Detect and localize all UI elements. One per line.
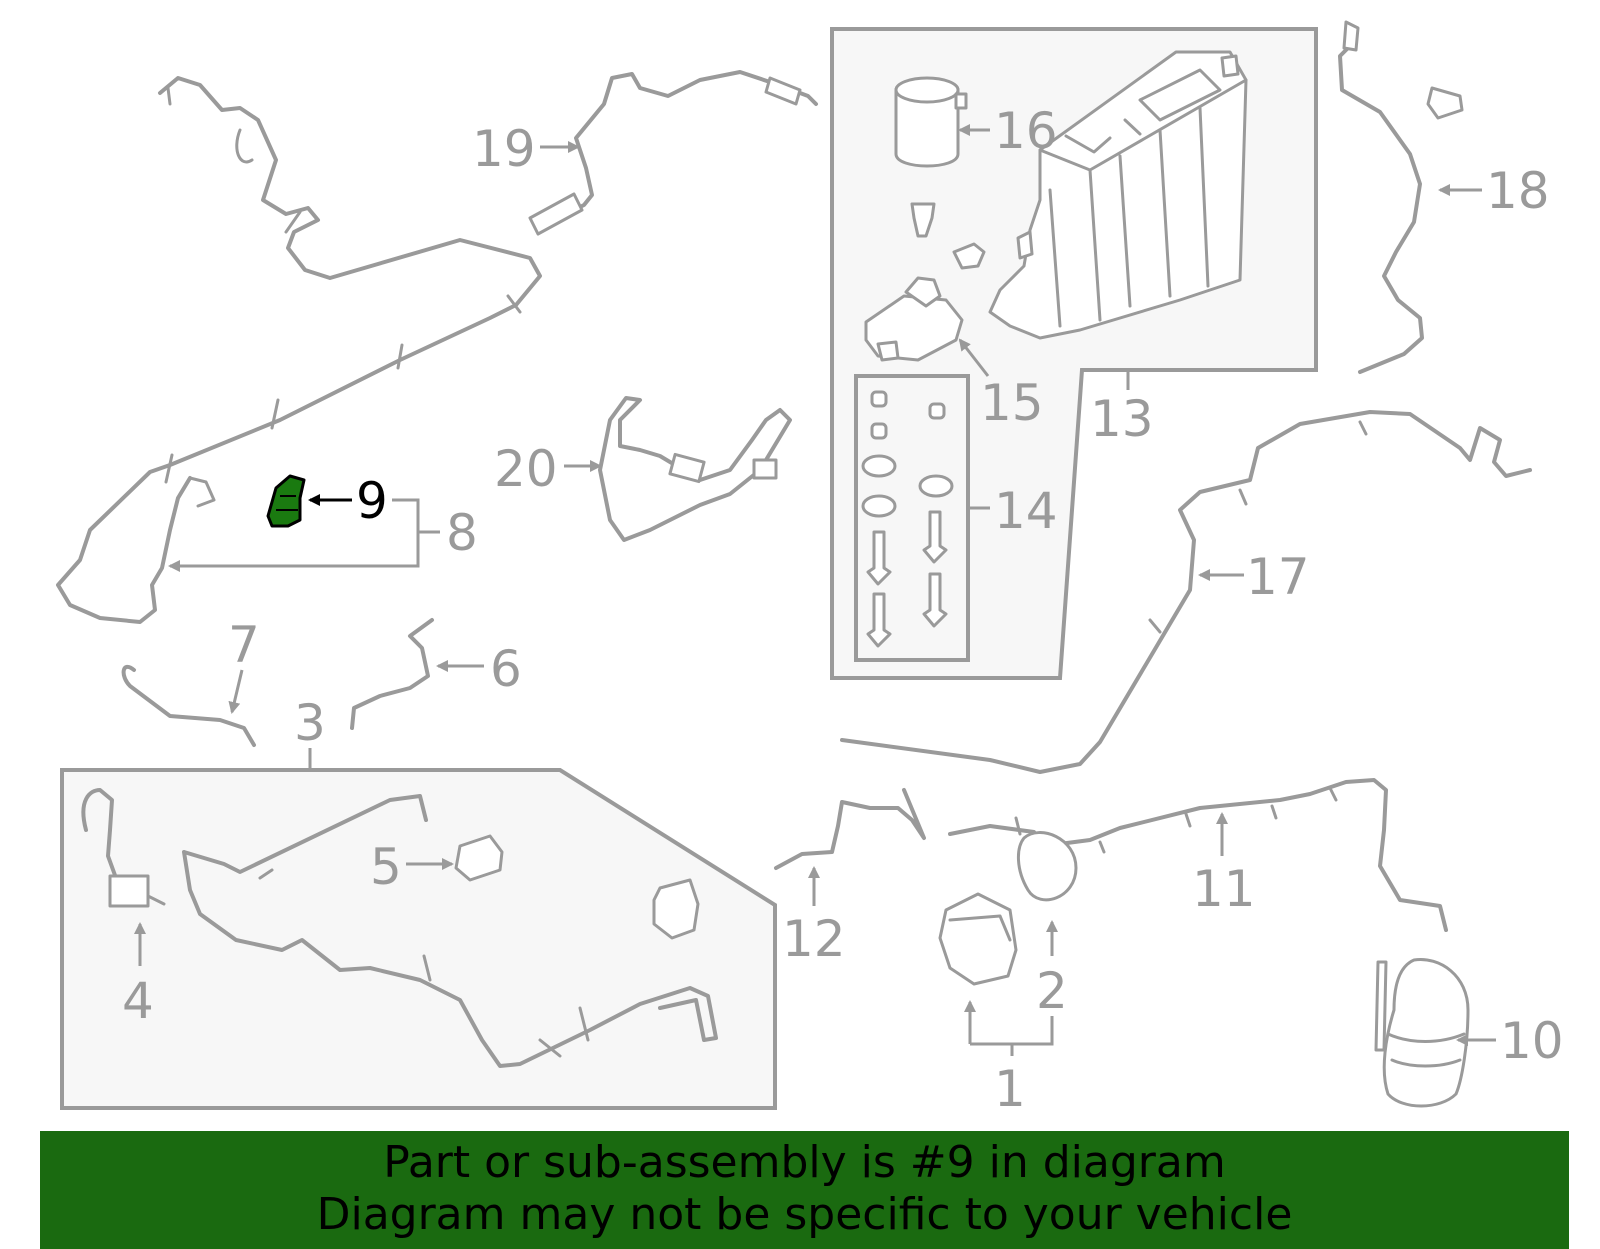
part-8-vapor-line: [56, 76, 542, 624]
part-6-hose: [350, 618, 434, 730]
part-14-hardware: [861, 390, 954, 648]
callout-7: 7: [228, 616, 260, 674]
callout-19: 19: [472, 120, 536, 178]
callout-20: 20: [494, 440, 558, 498]
callout-9: 9: [356, 472, 388, 530]
part-13-canister: [988, 50, 1248, 340]
part-16-filter: [894, 76, 968, 168]
part-1-module: [938, 831, 1078, 986]
part-19-sensor-line: [528, 70, 818, 236]
callout-6: 6: [490, 640, 522, 698]
callout-10: 10: [1500, 1012, 1564, 1070]
part-unlabeled-connector: [652, 878, 700, 940]
callout-3: 3: [294, 694, 326, 752]
part-5-clip: [454, 834, 504, 882]
leader-15: [958, 338, 990, 377]
part-4-sensor: [81, 788, 166, 908]
part-3-harness: [182, 794, 718, 1068]
part-7-hose: [121, 664, 256, 747]
box-3-harness-assembly: [60, 768, 777, 1110]
callout-15: 15: [980, 374, 1044, 432]
callout-11: 11: [1192, 860, 1256, 918]
banner-line-1: Part or sub-assembly is #9 in diagram: [383, 1137, 1226, 1188]
leader-1-bracket: [970, 1016, 1054, 1056]
part-17-line: [840, 410, 1532, 774]
callout-18: 18: [1486, 162, 1550, 220]
callout-17: 17: [1246, 548, 1310, 606]
leader-7: [228, 669, 244, 714]
callout-2: 2: [1036, 962, 1068, 1020]
callout-4: 4: [122, 972, 154, 1030]
callout-12: 12: [782, 910, 846, 968]
info-banner: Part or sub-assembly is #9 in diagram Di…: [40, 1131, 1569, 1249]
callout-14: 14: [994, 482, 1058, 540]
banner-line-2: Diagram may not be specific to your vehi…: [316, 1189, 1293, 1240]
part-9-highlighted: [266, 474, 306, 528]
part-12-line: [774, 788, 926, 870]
part-15-purge-valve: [864, 202, 986, 362]
callout-13: 13: [1090, 390, 1154, 448]
callout-5: 5: [370, 838, 402, 896]
part-18-hose: [1338, 20, 1464, 374]
part-20-sensor-harness: [598, 396, 792, 542]
callout-16: 16: [994, 102, 1058, 160]
callout-1: 1: [994, 1060, 1026, 1118]
callout-8: 8: [446, 504, 478, 562]
part-10-reservoir: [1374, 958, 1470, 1108]
